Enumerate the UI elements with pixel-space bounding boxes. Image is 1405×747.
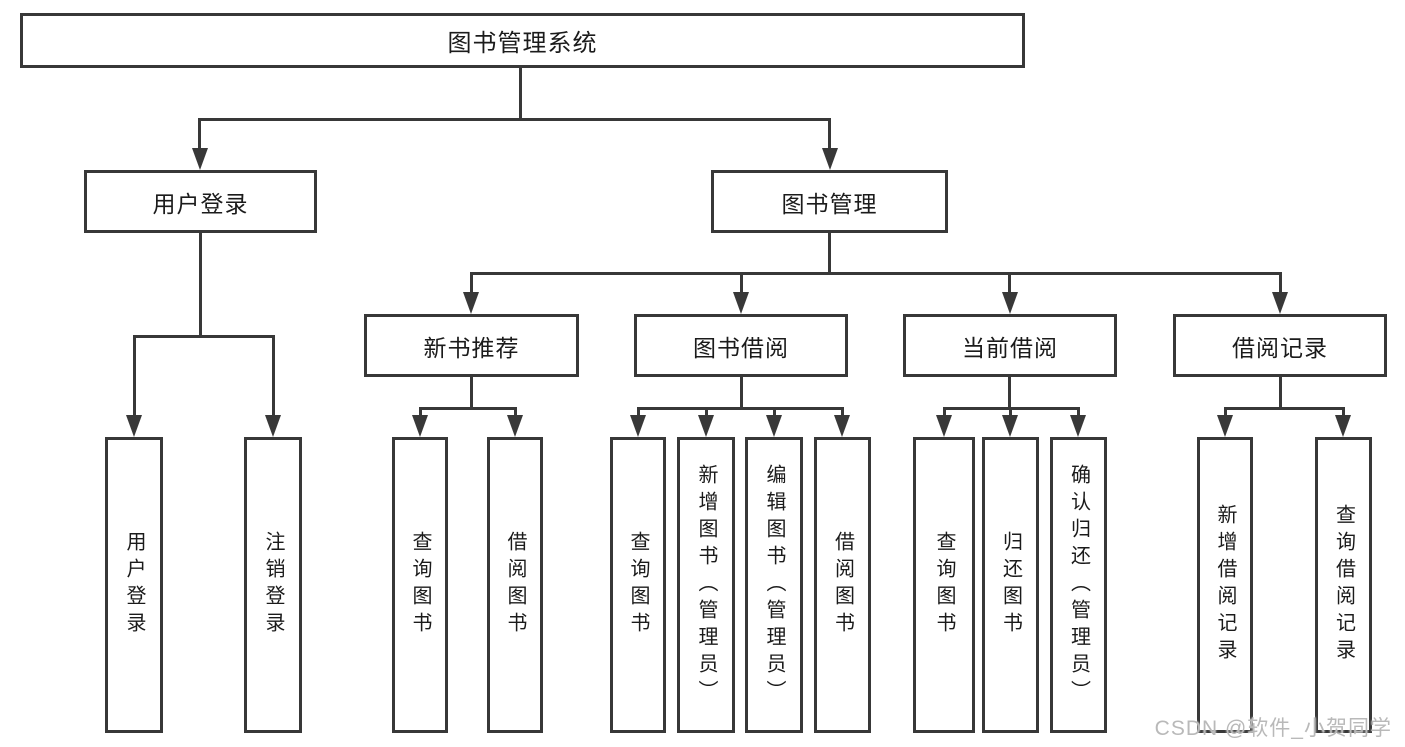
connector-book-borrow-stub [740,377,743,410]
arrowhead-down-icon [1272,292,1288,314]
node-leaf-records-add: 新增借阅记录 [1197,437,1253,733]
connector-current-borrow-stub [1008,377,1011,410]
watermark: CSDN @软件_小贺同学 [1154,717,1392,740]
connector-new-books-shaft [470,272,473,295]
node-borrow-records: 借阅记录 [1173,314,1387,377]
node-root: 图书管理系统 [20,13,1025,68]
arrowhead-down-icon [507,415,523,437]
node-leaf-current-confirm-admin: 确认归还（管理员） [1050,437,1107,733]
connector-book-mgmt-stub [828,233,831,275]
arrowhead-down-icon [126,415,142,437]
node-leaf-logout: 注销登录 [244,437,302,733]
connector-user-login-stub [199,233,202,338]
node-new-books: 新书推荐 [364,314,579,377]
connector-leaf-shaft [773,407,776,419]
connector-leaf-shaft [272,335,275,418]
arrowhead-down-icon [766,415,782,437]
connector-leaf-shaft [943,407,946,419]
connector-leaf-shaft [1224,407,1227,419]
arrowhead-down-icon [733,292,749,314]
node-leaf-borrow-add-admin: 新增图书（管理员） [677,437,735,733]
arrowhead-down-icon [698,415,714,437]
connector-borrow-records-stub [1279,377,1282,410]
node-leaf-borrow-query: 查询图书 [610,437,666,733]
connector-level2-rail [198,118,831,121]
connector-book-mgmt-shaft [828,118,831,151]
arrowhead-down-icon [1002,292,1018,314]
connector-new-books-rail [419,407,517,410]
node-book-mgmt: 图书管理 [711,170,948,233]
connector-user-login-shaft [198,118,201,151]
node-leaf-current-return: 归还图书 [982,437,1039,733]
connector-borrow-records-shaft [1279,272,1282,295]
connector-leaf-shaft [1009,407,1012,419]
node-leaf-newbooks-query: 查询图书 [392,437,448,733]
node-current-borrow: 当前借阅 [903,314,1117,377]
node-leaf-borrow-borrow: 借阅图书 [814,437,871,733]
node-book-borrow: 图书借阅 [634,314,848,377]
connector-leaf-shaft [1342,407,1345,419]
arrowhead-down-icon [630,415,646,437]
node-leaf-borrow-edit-admin: 编辑图书（管理员） [745,437,803,733]
arrowhead-down-icon [1217,415,1233,437]
connector-book-borrow-shaft [740,272,743,295]
connector-leaf-shaft [133,335,136,418]
connector-book-borrow-rail [637,407,844,410]
arrowhead-down-icon [192,148,208,170]
arrowhead-down-icon [822,148,838,170]
node-leaf-newbooks-borrow: 借阅图书 [487,437,543,733]
arrowhead-down-icon [412,415,428,437]
arrowhead-down-icon [1070,415,1086,437]
arrowhead-down-icon [1002,415,1018,437]
connector-level3-rail [470,272,1282,275]
connector-root-stub [519,68,522,121]
arrowhead-down-icon [834,415,850,437]
connector-leaf-shaft [705,407,708,419]
connector-leaf-shaft [637,407,640,419]
node-leaf-current-query: 查询图书 [913,437,975,733]
node-user-login: 用户登录 [84,170,317,233]
arrowhead-down-icon [936,415,952,437]
arrowhead-down-icon [463,292,479,314]
node-leaf-user-login: 用户登录 [105,437,163,733]
connector-leaf-shaft [1077,407,1080,419]
arrowhead-down-icon [265,415,281,437]
arrowhead-down-icon [1335,415,1351,437]
connector-leaf-shaft [419,407,422,419]
connector-current-borrow-shaft [1008,272,1011,295]
connector-leaf-shaft [841,407,844,419]
connector-leaf-shaft [514,407,517,419]
connector-borrow-records-rail [1224,407,1345,410]
connector-user-login-rail [133,335,275,338]
node-leaf-records-query: 查询借阅记录 [1315,437,1372,733]
connector-new-books-stub [470,377,473,410]
